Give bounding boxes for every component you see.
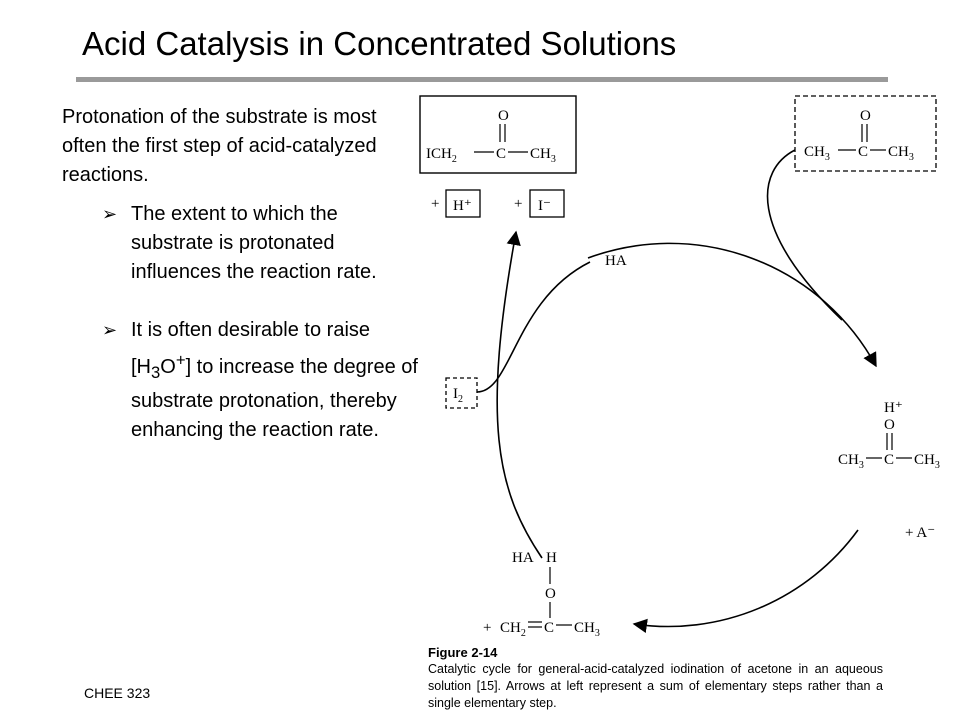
enol-intermediate: HA H O + CH2 C CH3 [483, 550, 600, 639]
bullet-item: ➢ The extent to which the substrate is p… [102, 200, 422, 287]
footer-course-code: CHEE 323 [84, 685, 151, 701]
svg-text:+: + [514, 196, 522, 212]
svg-text:O: O [545, 586, 556, 602]
svg-text:O: O [884, 417, 895, 433]
figure-caption-text: Catalytic cycle for general-acid-catalyz… [428, 662, 883, 710]
svg-text:+: + [431, 196, 439, 212]
svg-text:C: C [884, 452, 894, 468]
svg-text:C: C [496, 146, 506, 162]
svg-text:CH3: CH3 [574, 620, 600, 639]
cycle-arc-left [496, 230, 543, 559]
svg-text:CH3: CH3 [530, 146, 556, 165]
iodine-label: I2 [453, 386, 463, 405]
arrow-bullet-icon: ➢ [102, 320, 118, 340]
title-divider [76, 77, 888, 82]
iodine-feed-arc [476, 261, 591, 393]
svg-text:C: C [858, 144, 868, 160]
svg-text:H⁺: H⁺ [453, 198, 472, 214]
i-minus-box [529, 189, 565, 218]
bullet-item: ➢ It is often desirable to raise [H3O+] … [102, 316, 422, 445]
svg-text:CH2: CH2 [500, 620, 526, 639]
figure-caption: Figure 2-14 Catalytic cycle for general-… [428, 644, 883, 712]
svg-text:ICH2: ICH2 [426, 146, 457, 165]
svg-text:+: + [483, 620, 491, 636]
product-iodoacetone: O ICH2 C CH3 [426, 108, 556, 165]
svg-text:H: H [546, 550, 557, 566]
bullet-list: ➢ The extent to which the substrate is p… [102, 200, 422, 445]
reactant-box [794, 95, 937, 172]
reactant-acetone: O CH3 C CH3 [804, 108, 914, 163]
cycle-arc-bottom-right [632, 529, 859, 634]
product-box [419, 95, 577, 174]
acetone-feed-arc [766, 149, 843, 321]
bullet-text: It is often desirable to raise [H3O+] to… [131, 319, 418, 441]
cycle-arc-top-right [587, 242, 877, 368]
svg-text:HA: HA [512, 550, 534, 566]
intro-text: Protonation of the substrate is most oft… [62, 106, 377, 186]
slide-title: Acid Catalysis in Concentrated Solutions [82, 25, 677, 62]
h-plus-box [445, 189, 481, 218]
iodine-box [445, 377, 478, 409]
bullet-text: The extent to which the substrate is pro… [131, 203, 377, 283]
svg-text:I⁻: I⁻ [538, 198, 551, 214]
svg-text:CH3: CH3 [804, 144, 830, 163]
conjugate-base-label: + A⁻ [905, 525, 935, 541]
svg-text:O: O [860, 108, 871, 124]
figure-caption-title: Figure 2-14 [428, 645, 498, 660]
arrow-bullet-icon: ➢ [102, 204, 118, 224]
svg-text:C: C [544, 620, 554, 636]
protonated-acetone: H⁺ O CH3 C CH3 [838, 400, 940, 471]
acid-ha-label: HA [605, 253, 627, 269]
svg-text:CH3: CH3 [914, 452, 940, 471]
byproducts: + H⁺ + I⁻ [431, 196, 551, 214]
svg-text:CH3: CH3 [888, 144, 914, 163]
svg-text:H⁺: H⁺ [884, 400, 903, 416]
svg-text:CH3: CH3 [838, 452, 864, 471]
carbonyl-oxygen: O [498, 108, 509, 124]
